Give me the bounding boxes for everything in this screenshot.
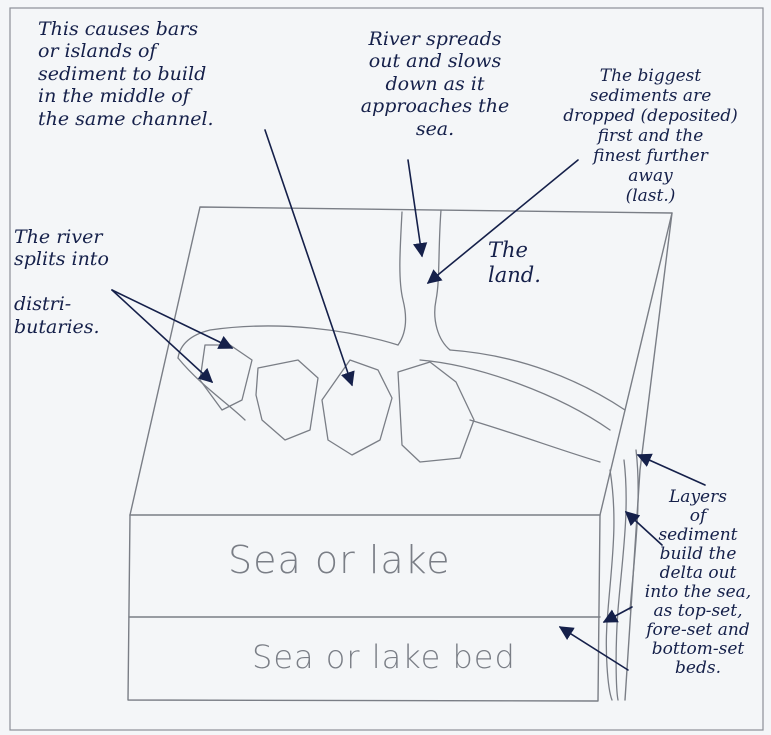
arrow-to-island	[265, 130, 352, 385]
distributary-left	[178, 326, 398, 358]
river-splits-note: The river splits into distri- butaries.	[14, 226, 154, 338]
sea-or-lake-bed-label: Sea or lake bed	[252, 638, 516, 676]
bars-islands-note: This causes bars or islands of sediment …	[38, 18, 298, 130]
arrow-to-river	[408, 160, 422, 256]
river-spreads-note: River spreads out and slows down as it a…	[325, 28, 545, 140]
sea-or-lake-label: Sea or lake	[228, 538, 451, 582]
arrow-to-layers-4	[560, 627, 628, 670]
arrow-to-layers-1	[638, 455, 705, 485]
main-river-left-bank	[398, 212, 405, 345]
foreset-beds-1	[606, 470, 614, 700]
annotation-arrows	[112, 130, 705, 670]
distributary-right-3	[470, 420, 600, 462]
distributary-right-1	[420, 360, 610, 430]
biggest-sediments-note: The biggest sediments are dropped (depos…	[538, 66, 763, 206]
distributary-right-2	[450, 350, 625, 410]
island-2	[256, 360, 318, 440]
island-4	[398, 362, 474, 462]
layers-note: Layers of sediment build the delta out i…	[628, 488, 768, 678]
island-3	[322, 360, 392, 455]
the-land-label: The land.	[488, 238, 618, 288]
distributary-left-mouth	[178, 358, 245, 420]
main-river-right-bank	[435, 210, 450, 350]
